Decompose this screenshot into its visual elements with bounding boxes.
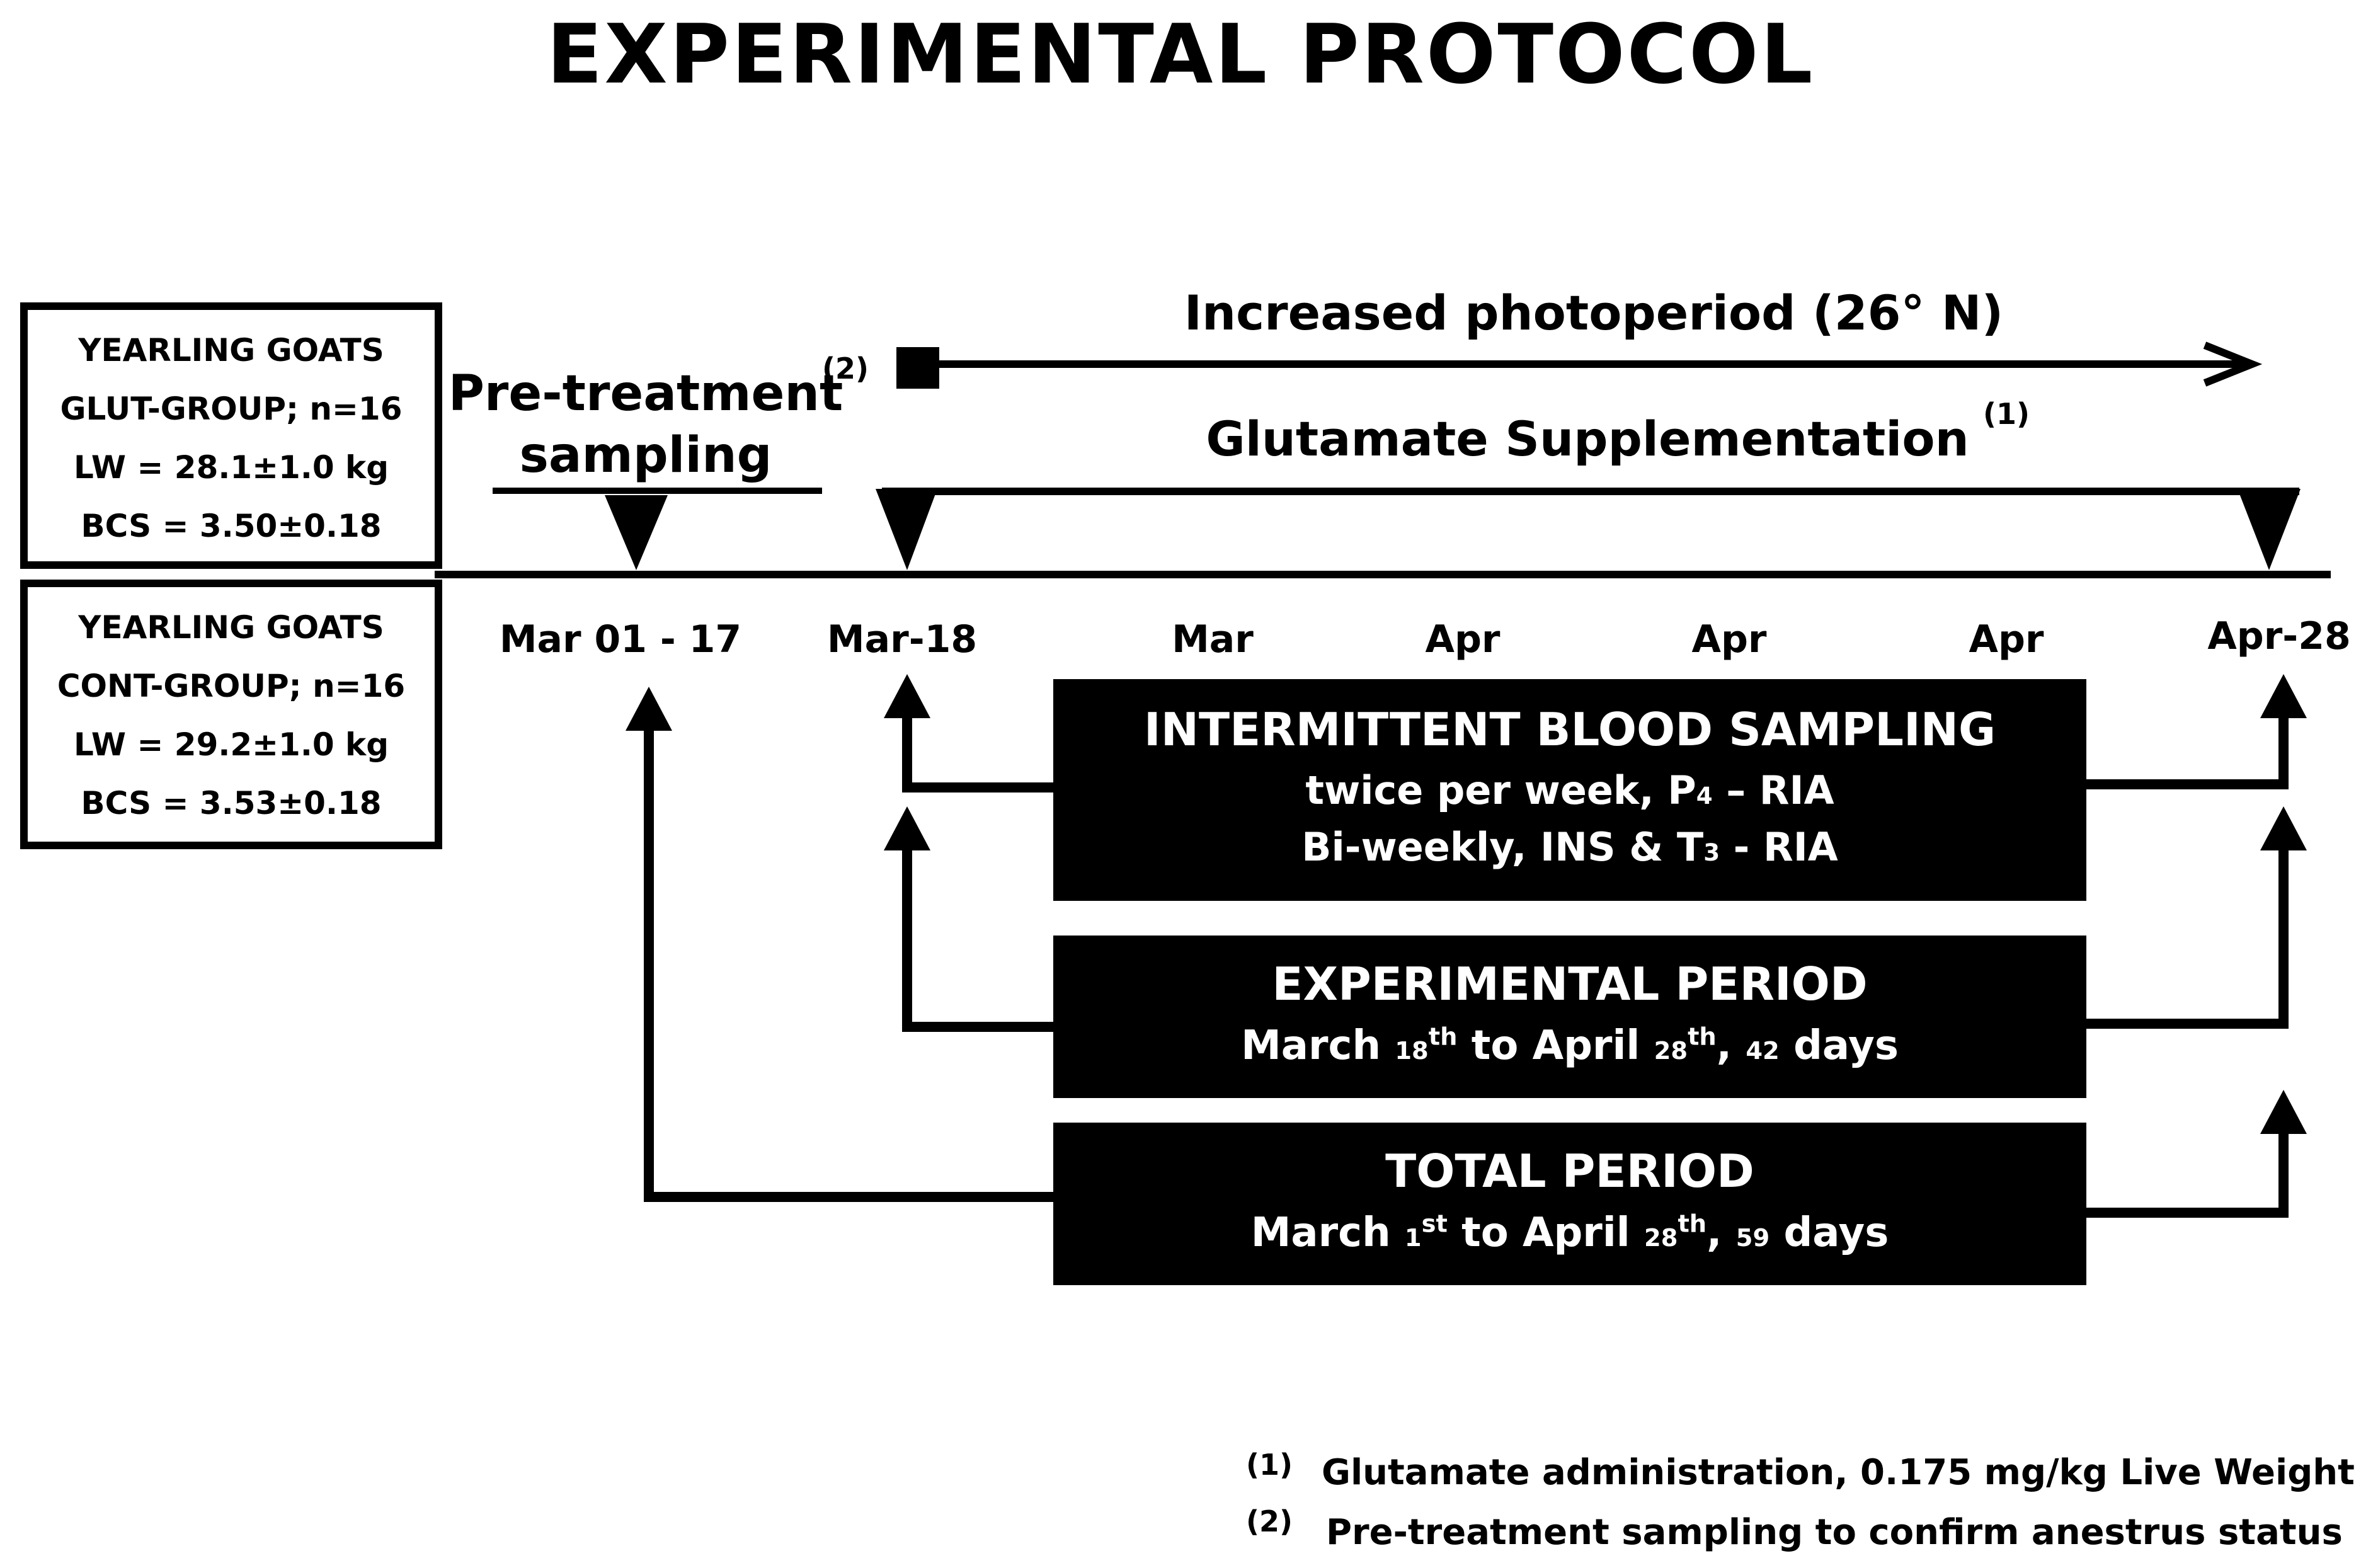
group-glut-line4: BCS = 3.50±0.18 bbox=[81, 508, 382, 544]
experimental-period-box: EXPERIMENTAL PERIOD March 18th to April … bbox=[1053, 936, 2086, 1098]
pretreatment-label-line2: sampling bbox=[519, 427, 772, 484]
photoperiod-arrowhead bbox=[2203, 341, 2263, 387]
timeline-label-apr-2: Apr bbox=[1691, 617, 1767, 661]
exp-arrowhead-left bbox=[884, 806, 930, 850]
supplementation-label: Glutamate Supplementation bbox=[1206, 411, 1969, 467]
total-arrowhead-right bbox=[2260, 1090, 2307, 1134]
blood-sampling-line2: twice per week, P4 – RIA bbox=[1305, 767, 1834, 813]
group-cont-line1: YEARLING GOATS bbox=[78, 609, 384, 646]
timeline-label-mar01-17: Mar 01 - 17 bbox=[499, 617, 742, 661]
exp-connector-left bbox=[902, 850, 1058, 1032]
footnote-1-number: (1) bbox=[1246, 1448, 1293, 1482]
supplementation-note-ref: (1) bbox=[1983, 397, 2030, 431]
supplementation-end-marker bbox=[2238, 489, 2301, 570]
group-cont-line2: CONT-GROUP; n=16 bbox=[57, 668, 406, 704]
experimental-period-title: EXPERIMENTAL PERIOD bbox=[1272, 958, 1868, 1010]
blood-arrowhead-top-right bbox=[2260, 674, 2307, 718]
pretreatment-note-ref: (2) bbox=[822, 352, 869, 386]
footnote-2-number: (2) bbox=[1246, 1504, 1293, 1538]
experimental-period-dates: March 18th to April 28th, 42 days bbox=[1241, 1022, 1899, 1069]
total-period-box: TOTAL PERIOD March 1st to April 28th, 59… bbox=[1053, 1123, 2086, 1285]
blood-sampling-box: INTERMITTENT BLOOD SAMPLING twice per we… bbox=[1053, 679, 2086, 901]
blood-sampling-title: INTERMITTENT BLOOD SAMPLING bbox=[1143, 703, 1996, 756]
footnote-2-text: Pre-treatment sampling to confirm anestr… bbox=[1326, 1512, 2343, 1553]
total-arrowhead-left bbox=[626, 687, 672, 731]
page-title: EXPERIMENTAL PROTOCOL bbox=[546, 6, 1815, 102]
total-connector-right bbox=[2082, 1134, 2289, 1218]
exp-arrowhead-right bbox=[2260, 806, 2307, 850]
photoperiod-start-marker bbox=[896, 347, 939, 389]
total-period-dates: March 1st to April 28th, 59 days bbox=[1250, 1210, 1889, 1256]
blood-sampling-line3: Bi-weekly, INS & T3 - RIA bbox=[1301, 824, 1838, 870]
group-box-glut: YEARLING GOATS GLUT-GROUP; n=16 LW = 28.… bbox=[20, 302, 442, 569]
group-glut-line1: YEARLING GOATS bbox=[78, 332, 384, 369]
timeline-label-mar: Mar bbox=[1172, 617, 1254, 661]
group-cont-line3: LW = 29.2±1.0 kg bbox=[73, 726, 389, 763]
blood-connector-top-right bbox=[2082, 718, 2289, 789]
timeline-label-apr-1: Apr bbox=[1425, 617, 1501, 661]
group-glut-line2: GLUT-GROUP; n=16 bbox=[60, 391, 403, 427]
blood-connector-top-left bbox=[902, 718, 1058, 793]
footnote-1-text: Glutamate administration, 0.175 mg/kg Li… bbox=[1322, 1452, 2355, 1493]
group-cont-line4: BCS = 3.53±0.18 bbox=[81, 785, 382, 821]
supplementation-start-marker bbox=[876, 489, 937, 570]
timeline-label-apr28: Apr-28 bbox=[2207, 614, 2351, 658]
exp-connector-right bbox=[2082, 850, 2289, 1029]
pretreatment-marker bbox=[605, 495, 668, 570]
group-box-cont: YEARLING GOATS CONT-GROUP; n=16 LW = 29.… bbox=[20, 580, 442, 849]
blood-arrowhead-top-left bbox=[884, 674, 930, 718]
photoperiod-label: Increased photoperiod (26° N) bbox=[1184, 285, 2004, 341]
pretreatment-label-line1: Pre-treatment bbox=[448, 365, 843, 422]
total-connector-left bbox=[644, 731, 1058, 1202]
group-glut-line3: LW = 28.1±1.0 kg bbox=[73, 449, 389, 486]
timeline-label-apr-3: Apr bbox=[1969, 617, 2044, 661]
timeline-label-mar18: Mar-18 bbox=[826, 617, 978, 661]
total-period-title: TOTAL PERIOD bbox=[1385, 1145, 1754, 1198]
